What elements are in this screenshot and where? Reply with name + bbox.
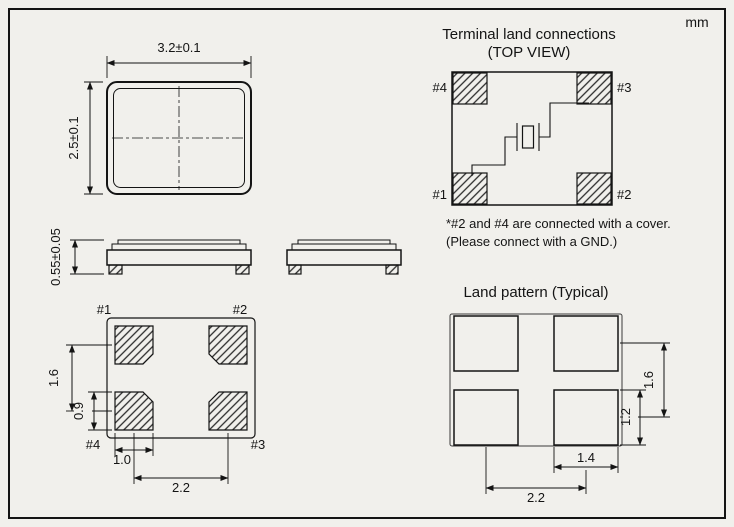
trace-to-pad-3 (539, 102, 589, 138)
dim-pitch-h-label: 2.2 (172, 480, 190, 495)
land-pattern-title: Land pattern (Typical) (463, 284, 608, 301)
lid-top-line (297, 239, 391, 245)
pad-label-2: #2 (233, 302, 247, 317)
terminal-pad-1 (452, 172, 488, 205)
bottom-pad-2 (208, 325, 248, 365)
terminal-note-line1: *#2 and #4 are connected with a cover. (446, 216, 671, 231)
land-pad-topright (553, 315, 619, 372)
terminal-pad-4 (452, 72, 488, 105)
dim-land-pad-height-label: 1.2 (618, 408, 633, 426)
dim-land-pitch-v-label: 1.6 (641, 371, 656, 389)
ceramic-base (106, 249, 252, 266)
dim-land-pitch-vertical: 1.6 (620, 342, 670, 418)
terminal-foot (385, 264, 399, 275)
bottom-pad-4 (114, 391, 154, 431)
pad-label-3: #3 (251, 437, 265, 452)
terminal-label-1: #1 (433, 187, 447, 202)
side-view-side (286, 239, 402, 275)
dim-land-pad-width: 1.4 (553, 447, 619, 473)
dim-pad-width-label: 1.0 (113, 452, 131, 467)
terminal-pad-3 (576, 72, 612, 105)
land-pad-bottomright (553, 389, 619, 446)
dim-thickness-label: 0.55±0.05 (48, 228, 63, 286)
bottom-pad-1 (114, 325, 154, 365)
units-label: mm (685, 14, 708, 30)
dim-land-pitch-h-label: 2.2 (527, 490, 545, 505)
terminal-label-2: #2 (617, 187, 631, 202)
dim-land-pitch-horizontal: 2.2 (485, 447, 587, 505)
trace-to-pad-1 (471, 136, 517, 176)
terminal-foot (235, 264, 250, 275)
top-view: 3.2±0.1 2.5±0.1 (66, 40, 252, 195)
dim-thickness: 0.55±0.05 (48, 228, 104, 286)
dim-pad-height: 0.9 (71, 391, 112, 431)
pad-label-1: #1 (97, 302, 111, 317)
side-view-front (106, 239, 252, 275)
dim-pad-pitch-horizontal: 2.2 (133, 433, 229, 495)
dim-body-width: 3.2±0.1 (106, 40, 252, 78)
bottom-outline (106, 317, 256, 439)
crystal-symbol (471, 102, 589, 176)
dim-pitch-v-label: 1.6 (46, 369, 61, 387)
bottom-pad-3 (208, 391, 248, 431)
dim-pad-height-label: 0.9 (71, 402, 86, 420)
terminal-pad-2 (576, 172, 612, 205)
drawing-frame (8, 8, 726, 519)
terminal-label-4: #4 (433, 80, 447, 95)
terminal-outline (451, 71, 613, 206)
pad-label-4: #4 (86, 437, 100, 452)
land-pad-topleft (453, 315, 519, 372)
lid-top-line (117, 239, 241, 245)
dim-body-height: 2.5±0.1 (66, 81, 103, 195)
terminal-foot (288, 264, 302, 275)
dim-body-width-label: 3.2±0.1 (157, 40, 200, 55)
ceramic-base (286, 249, 402, 266)
land-pattern: Land pattern (Typical) 1.2 1.6 1.4 (449, 284, 670, 505)
dim-land-pad-width-label: 1.4 (577, 450, 595, 465)
terminal-label-3: #3 (617, 80, 631, 95)
dim-land-pad-height: 1.2 (618, 389, 646, 446)
land-pad-bottomleft (453, 389, 519, 446)
terminal-land-connections: Terminal land connections (TOP VIEW) #4 … (433, 26, 671, 249)
terminal-foot (108, 264, 123, 275)
package-body-outline (106, 81, 252, 195)
bottom-view: #1 #2 #4 #3 1.6 0.9 1.0 2.2 (46, 302, 265, 495)
lid-step-line (111, 243, 247, 251)
land-pattern-boundary (449, 313, 623, 447)
terminal-title: Terminal land connections (442, 26, 615, 43)
terminal-note-line2: (Please connect with a GND.) (446, 234, 617, 249)
terminal-subtitle: (TOP VIEW) (488, 44, 571, 61)
dim-body-height-label: 2.5±0.1 (66, 116, 81, 159)
lid-step-line (291, 243, 397, 251)
dim-pad-pitch-vertical: 1.6 (46, 344, 112, 412)
